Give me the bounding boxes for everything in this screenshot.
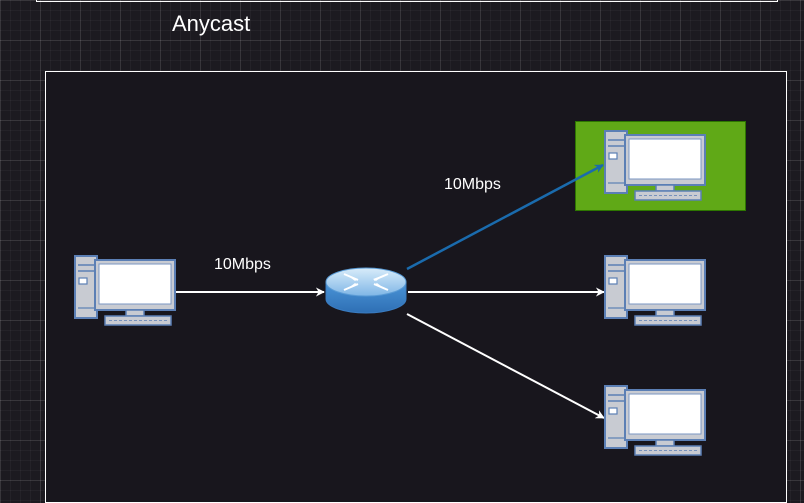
diagram-title: Anycast <box>172 11 251 36</box>
edge-label-source-router: 10Mbps <box>214 256 271 273</box>
destination-pc-middle-icon <box>604 255 706 326</box>
edge-label-router-top: 10Mbps <box>444 176 501 193</box>
network-diagram <box>74 130 706 456</box>
edge-router-to-bottom-destination <box>406 313 605 419</box>
edge-router-to-top-destination <box>406 163 604 271</box>
source-pc-icon <box>74 255 176 326</box>
top-frame <box>36 0 778 2</box>
router-icon <box>325 267 407 314</box>
destination-pc-bottom-icon <box>604 385 706 456</box>
destination-pc-top-icon <box>604 130 706 201</box>
